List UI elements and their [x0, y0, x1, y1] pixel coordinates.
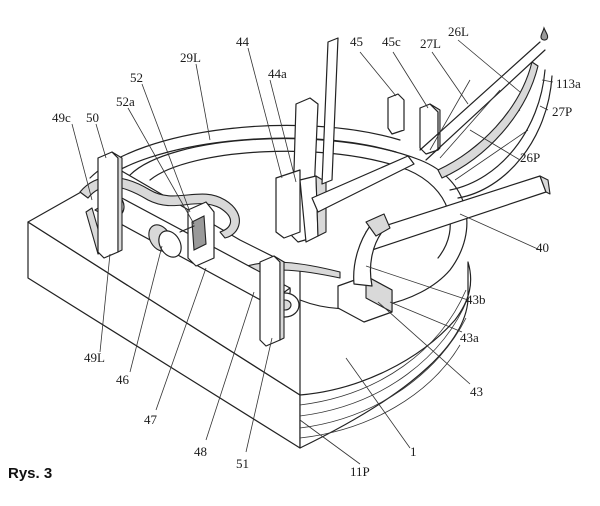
label-45: 45	[350, 34, 363, 49]
label-48: 48	[194, 444, 207, 459]
label-49L: 49L	[84, 350, 105, 365]
label-43b: 43b	[466, 292, 486, 307]
label-113a: 113a	[556, 76, 581, 91]
label-27L: 27L	[420, 36, 441, 51]
post-50	[97, 151, 123, 259]
label-29L: 29L	[180, 50, 201, 65]
post-48	[259, 255, 285, 347]
label-11P: 11P	[350, 464, 370, 479]
label-44: 44	[236, 34, 250, 49]
bowsprit-structure	[419, 26, 553, 199]
label-26L: 26L	[448, 24, 469, 39]
pedestal-43	[337, 213, 393, 323]
label-47: 47	[144, 412, 158, 427]
label-51: 51	[236, 456, 249, 471]
label-52a: 52a	[116, 94, 135, 109]
lever-40	[365, 175, 551, 251]
mast-44	[275, 97, 415, 243]
label-27P: 27P	[552, 104, 572, 119]
label-26P: 26P	[520, 150, 540, 165]
label-43a: 43a	[460, 330, 479, 345]
label-40: 40	[536, 240, 549, 255]
label-43: 43	[470, 384, 483, 399]
label-50: 50	[86, 110, 99, 125]
leader-lines	[71, 39, 554, 465]
label-44a: 44a	[268, 66, 287, 81]
figure-caption: Rys. 3	[8, 465, 52, 482]
mast-45	[321, 37, 441, 185]
label-45c: 45c	[382, 34, 401, 49]
label-46: 46	[116, 372, 130, 387]
label-1: 1	[410, 444, 417, 459]
label-49c: 49c	[52, 110, 71, 125]
label-52: 52	[130, 70, 143, 85]
part-labels: 44 44a 45 45c 27L 26L 113a 27P 29L 52 52…	[52, 24, 581, 479]
bracket-52	[179, 201, 215, 267]
